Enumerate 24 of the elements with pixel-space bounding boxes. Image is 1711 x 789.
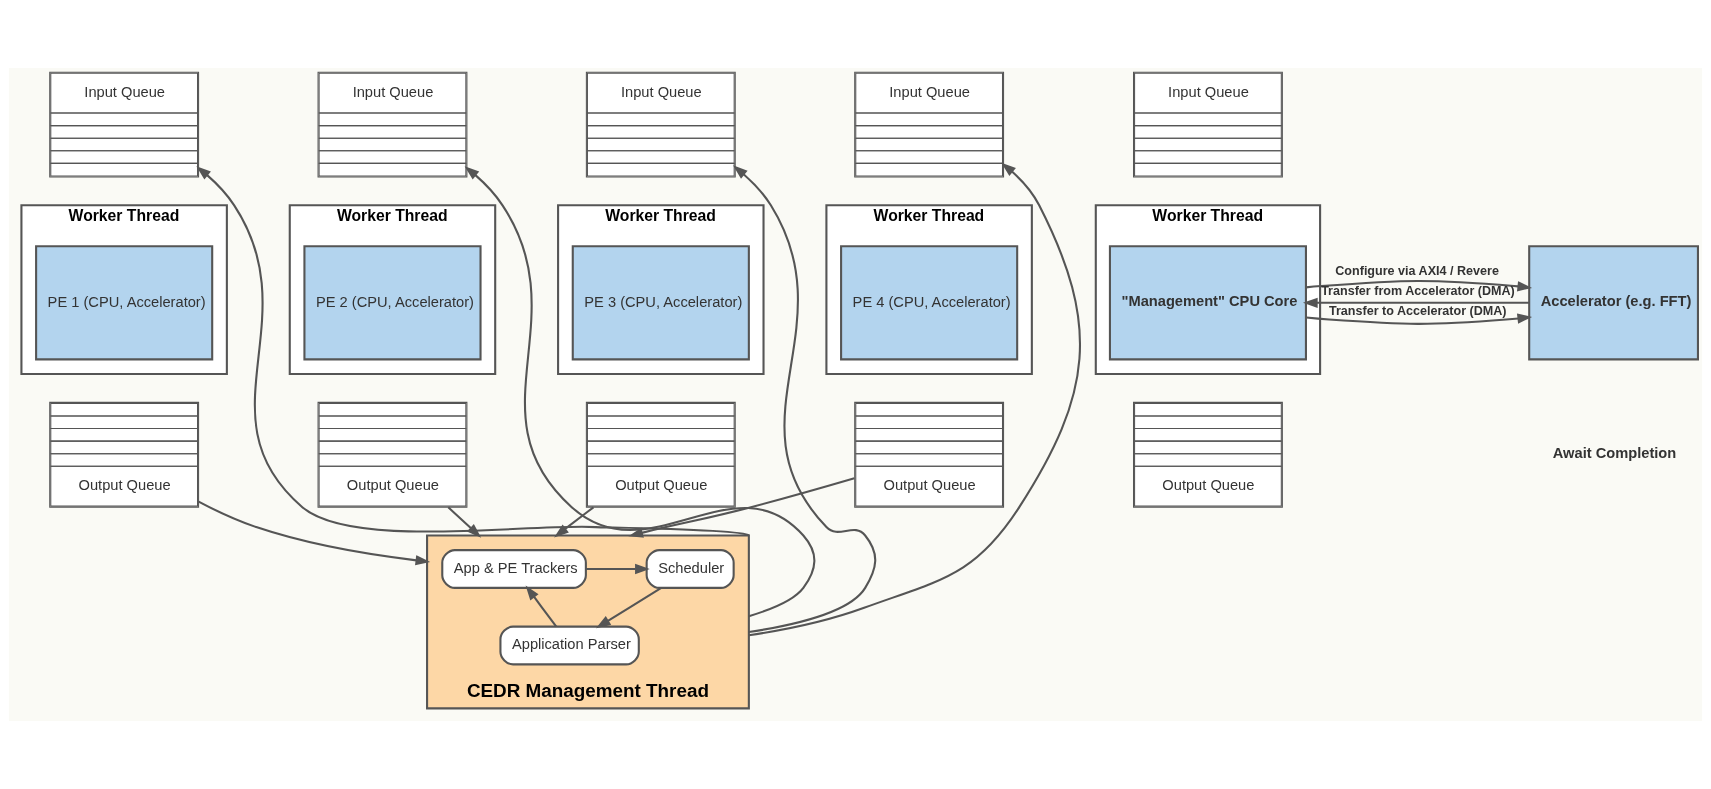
edge-label: Transfer from Accelerator (DMA) — [1321, 284, 1515, 299]
label: Await Completion — [1552, 444, 1677, 461]
arrow — [1306, 313, 1533, 325]
node-box: App & PE Trackers — [441, 549, 587, 589]
node-box: PE 3 (CPU, Accelerator) — [571, 245, 750, 361]
node-box: "Management" CPU Core — [1108, 245, 1307, 361]
node-box: Scheduler — [645, 549, 735, 589]
arrow — [585, 563, 650, 575]
arrow — [748, 162, 1081, 637]
edge-label: Configure via AXI4 / Revere — [1335, 264, 1499, 279]
arrow — [554, 506, 595, 538]
arrow — [628, 477, 855, 538]
node-box: Accelerator (e.g. FFT) — [1528, 245, 1699, 361]
arrow — [1305, 279, 1533, 292]
node-box: PE 2 (CPU, Accelerator) — [303, 245, 482, 361]
node-box: PE 1 (CPU, Accelerator) — [35, 245, 214, 361]
arrow — [1302, 297, 1529, 308]
arrow — [198, 500, 431, 566]
arrow — [595, 587, 662, 629]
node-box: PE 4 (CPU, Accelerator) — [840, 245, 1019, 361]
arrow — [525, 585, 558, 628]
node-box: Application Parser — [499, 625, 640, 666]
edge-label: Transfer to Accelerator (DMA) — [1329, 303, 1507, 318]
arrow — [733, 165, 877, 634]
